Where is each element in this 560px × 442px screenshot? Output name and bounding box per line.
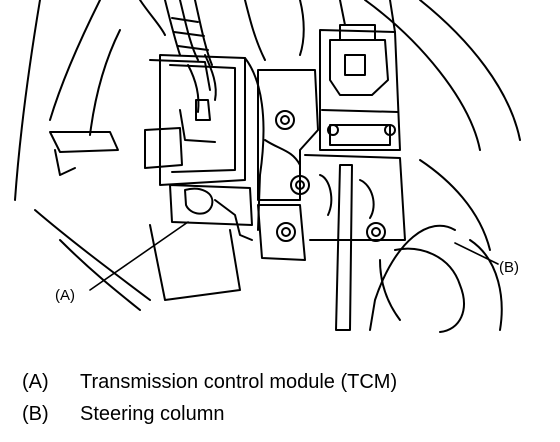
callout-b-label: (B) [499,259,519,276]
pedal-bracket [304,154,406,331]
legend-key-a: (A) [22,371,49,393]
wiring-harness [149,0,217,143]
legend-text-b: Steering column [80,403,225,425]
connector-module [319,0,401,151]
tcm-body [144,54,265,301]
leader-line-b [454,242,499,265]
callout-a-label: (A) [55,287,75,304]
legend-key-b: (B) [22,403,49,425]
steering-column [364,0,521,333]
leader-line-a [89,221,189,291]
legend: (A) Transmission control module (TCM) (B… [22,366,397,430]
legend-item-b: (B) Steering column [22,398,397,430]
legend-text-a: Transmission control module (TCM) [80,371,398,393]
bracket-plate [257,69,386,261]
tcm-location-illustration: (A) (B) [14,0,521,333]
legend-item-a: (A) Transmission control module (TCM) [22,366,397,398]
dashboard-outline [14,0,305,311]
